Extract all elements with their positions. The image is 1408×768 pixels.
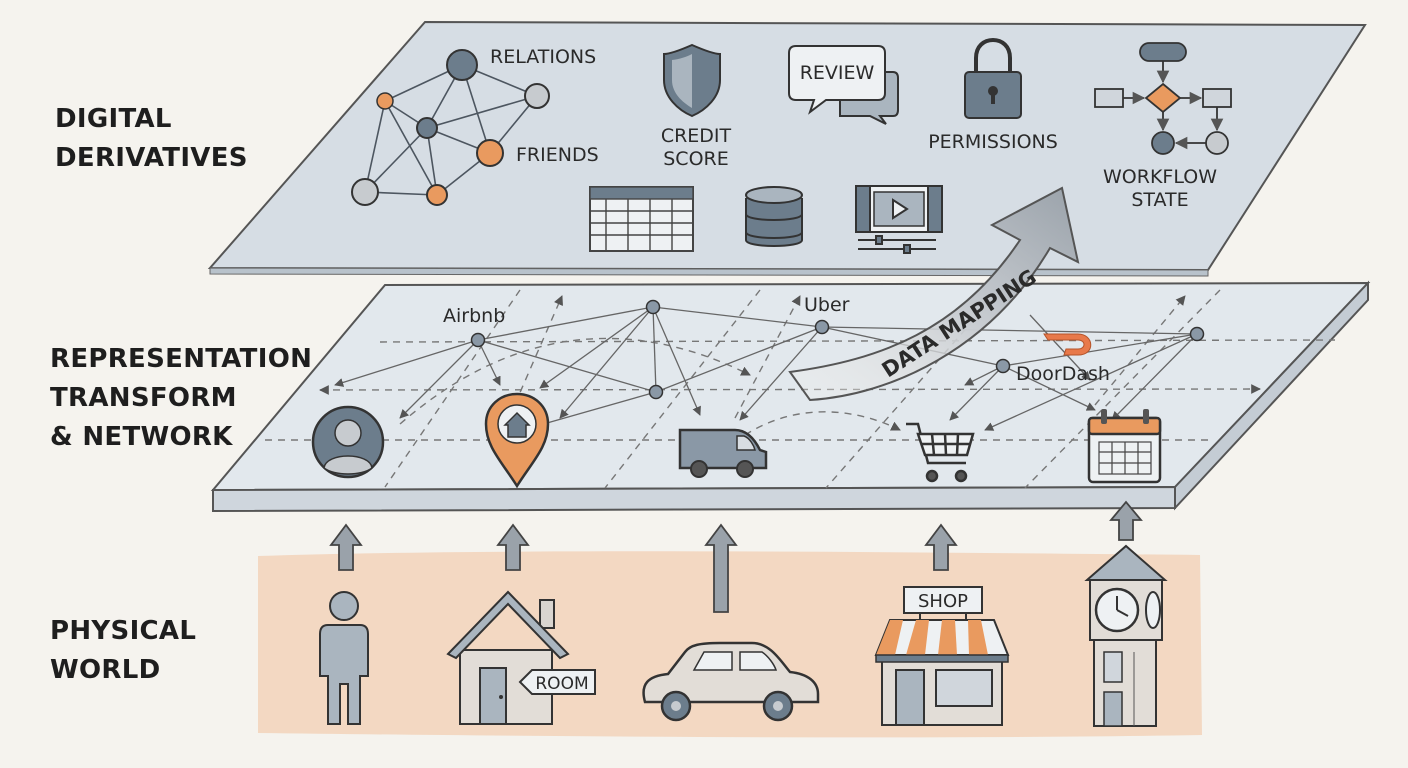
workflow-icon bbox=[1094, 42, 1232, 155]
uber-label: Uber bbox=[804, 294, 850, 316]
network-node bbox=[524, 83, 550, 109]
up-arrow-icon bbox=[704, 523, 738, 613]
upward-arrows bbox=[329, 500, 1143, 613]
representation-plane-side-edge bbox=[1174, 280, 1369, 511]
layer-label-line: WORLD bbox=[50, 655, 161, 685]
car-icon bbox=[642, 641, 820, 722]
calendar-icon bbox=[1087, 409, 1162, 484]
workflow-line1: WORKFLOW bbox=[1103, 166, 1217, 188]
network-node bbox=[376, 92, 394, 110]
network-node bbox=[1189, 326, 1205, 342]
representation-plane bbox=[210, 280, 1371, 513]
workflow-line2: STATE bbox=[1131, 189, 1188, 211]
doordash-logo bbox=[1043, 333, 1092, 356]
layer-label-line: DIGITAL bbox=[55, 104, 172, 134]
up-arrow-icon bbox=[1109, 500, 1143, 541]
database-icon bbox=[745, 186, 803, 247]
review-label: REVIEW bbox=[800, 62, 875, 84]
up-arrow-icon bbox=[329, 523, 363, 571]
room-label: ROOM bbox=[535, 674, 588, 694]
airbnb-label: Airbnb bbox=[443, 305, 505, 327]
network-node bbox=[446, 49, 478, 81]
layer-label-physical: PHYSICAL WORLD bbox=[50, 612, 196, 690]
relations-label: RELATIONS bbox=[490, 46, 596, 68]
permissions-label: PERMISSIONS bbox=[928, 131, 1058, 153]
layer-label-representation: REPRESENTATION TRANSFORM & NETWORK bbox=[50, 340, 312, 457]
layer-label-digital: DIGITAL DERIVATIVES bbox=[55, 100, 248, 178]
review-bubble-icon bbox=[788, 45, 899, 125]
network-node bbox=[470, 332, 486, 348]
network-node bbox=[814, 319, 830, 335]
spreadsheet-icon bbox=[589, 186, 694, 252]
shop-icon: SHOP bbox=[874, 586, 1010, 726]
network-node bbox=[416, 117, 438, 139]
network-node bbox=[645, 299, 661, 315]
digital-plane bbox=[207, 20, 1367, 277]
layer-label-line: REPRESENTATION bbox=[50, 344, 313, 374]
up-arrow-icon bbox=[496, 523, 530, 571]
layer-label-line: PHYSICAL bbox=[50, 616, 197, 646]
padlock-icon bbox=[964, 37, 1022, 119]
cart-icon bbox=[906, 422, 975, 483]
representation-plane-front-edge bbox=[212, 485, 1176, 513]
network-node bbox=[476, 139, 504, 167]
network-node bbox=[426, 184, 448, 206]
clock-tower-icon bbox=[1084, 544, 1168, 727]
layer-label-line: TRANSFORM bbox=[50, 383, 237, 413]
shop-label: SHOP bbox=[918, 591, 968, 612]
video-icon bbox=[855, 185, 943, 254]
van-icon bbox=[678, 428, 768, 478]
house-icon: ROOM bbox=[446, 590, 596, 725]
network-node bbox=[648, 384, 664, 400]
network-nodes bbox=[470, 299, 1205, 400]
person-avatar-icon bbox=[311, 405, 385, 479]
person-icon bbox=[319, 591, 369, 725]
digital-plane-edge bbox=[209, 267, 1209, 277]
doordash-label: DoorDash bbox=[1016, 363, 1110, 385]
credit-score-line1: CREDIT bbox=[661, 125, 732, 147]
network-node bbox=[351, 178, 379, 206]
credit-score-line2: SCORE bbox=[663, 148, 729, 170]
friends-label: FRIENDS bbox=[516, 144, 599, 166]
layer-label-line: & NETWORK bbox=[50, 422, 233, 452]
shield-icon bbox=[663, 43, 721, 118]
layer-label-line: DERIVATIVES bbox=[55, 143, 248, 173]
network-node bbox=[995, 358, 1011, 374]
up-arrow-icon bbox=[924, 523, 958, 571]
home-pin-icon bbox=[484, 392, 550, 489]
